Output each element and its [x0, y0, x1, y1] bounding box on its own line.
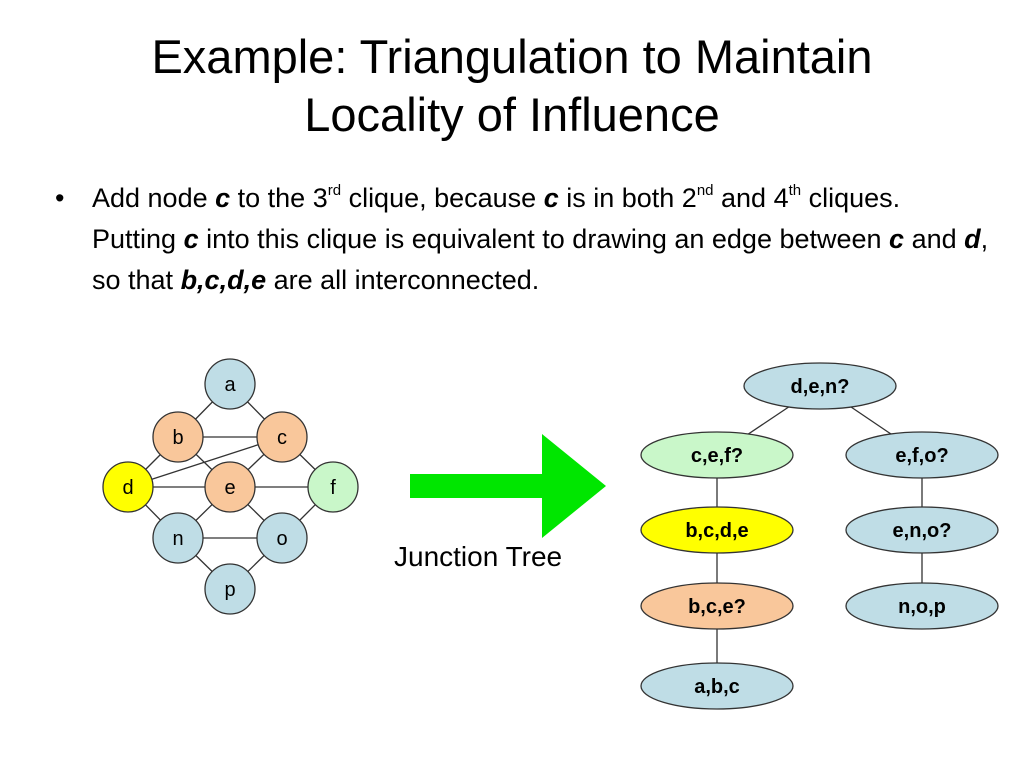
graph-nodes: a b c d e f n o p [102, 358, 359, 615]
title-line-2: Locality of Influence [304, 88, 720, 141]
graph-node-circle [204, 461, 256, 513]
graph-node-circle [307, 461, 359, 513]
graph-node-circle [204, 563, 256, 615]
bullet-segment: b,c,d,e [180, 265, 267, 295]
graph-node-d: d [102, 461, 154, 513]
jt-node-ellipse [640, 662, 794, 710]
bullet-segment: is in both 2 [558, 183, 697, 213]
bullet-segment: c [889, 224, 905, 254]
graph-node-f: f [307, 461, 359, 513]
slide-title: Example: Triangulation to Maintain Local… [0, 28, 1024, 144]
graph-node-label: n [172, 528, 183, 550]
jt-node-label: a,b,c [694, 676, 740, 698]
graph-node-label: a [224, 374, 236, 396]
jt-node-ellipse [640, 431, 794, 479]
jt-node-label: c,e,f? [691, 445, 743, 467]
junction-tree-caption: Junction Tree [394, 541, 563, 572]
bullet-segment: Add node [92, 183, 216, 213]
jt-node-cef: c,e,f? [640, 431, 794, 479]
bullet-point: • Add node c to the 3rd clique, because … [50, 178, 990, 301]
jt-node-label: e,n,o? [893, 520, 952, 542]
jt-node-label: n,o,p [898, 596, 946, 618]
graph-node-p: p [204, 563, 256, 615]
jt-node-ellipse [845, 431, 999, 479]
jt-node-ellipse [845, 506, 999, 554]
graph-node-circle [152, 512, 204, 564]
graph-node-label: o [276, 528, 287, 550]
jt-node-abc: a,b,c [640, 662, 794, 710]
bullet-segment: c [215, 183, 231, 213]
jt-node-label: e,f,o? [895, 445, 948, 467]
jt-node-label: b,c,d,e [685, 520, 748, 542]
bullet-segment: c [183, 224, 199, 254]
graph-node-label: e [224, 477, 235, 499]
jt-node-ellipse [743, 362, 897, 410]
jt-node-bce: b,c,e? [640, 582, 794, 630]
graph-node-o: o [256, 512, 308, 564]
bullet-segment: and 4 [713, 183, 789, 213]
graph-node-label: f [330, 477, 336, 499]
graph-node-circle [256, 411, 308, 463]
title-line-1: Example: Triangulation to Maintain [151, 30, 873, 83]
jt-node-den: d,e,n? [743, 362, 897, 410]
graph-node-label: c [277, 427, 287, 449]
bullet-marker: • [55, 183, 65, 213]
graph-node-label: b [172, 427, 183, 449]
bullet-segment: cliques. Putting [92, 183, 901, 254]
graph-node-b: b [152, 411, 204, 463]
bullet-segment: , so that [92, 224, 989, 295]
bullet-segment: c [543, 183, 559, 213]
graph-edge-c-d [127, 436, 283, 488]
bullet-segment: d [964, 224, 981, 254]
jt-node-bcde: b,c,d,e [640, 506, 794, 554]
jt-node-ellipse [640, 582, 794, 630]
right-arrow-icon [410, 434, 606, 538]
bullet-segment: rd [327, 182, 342, 199]
bullet-text: Add node c to the 3rd clique, because c … [92, 178, 990, 301]
graph-node-circle [102, 461, 154, 513]
graph-node-circle [256, 512, 308, 564]
bullet-segment: and [904, 224, 965, 254]
jt-node-ellipse [640, 506, 794, 554]
jt-node-label: d,e,n? [791, 376, 850, 398]
jt-node-label: b,c,e? [688, 596, 746, 618]
graph-node-label: d [122, 477, 133, 499]
graph-node-label: p [224, 579, 235, 601]
bullet-segment: are all interconnected. [266, 265, 540, 295]
jt-node-ellipse [845, 582, 999, 630]
graph-node-circle [152, 411, 204, 463]
jt-node-eno: e,n,o? [845, 506, 999, 554]
jt-node-efo: e,f,o? [845, 431, 999, 479]
graph-node-a: a [204, 358, 256, 410]
graph-node-n: n [152, 512, 204, 564]
jt-node-nop: n,o,p [845, 582, 999, 630]
bullet-segment: nd [696, 182, 714, 199]
bullet-segment: clique, because [341, 183, 544, 213]
bullet-segment: th [788, 182, 802, 199]
bullet-segment: to the 3 [230, 183, 328, 213]
graph-node-c: c [256, 411, 308, 463]
graph-node-e: e [204, 461, 256, 513]
bullet-segment: into this clique is equivalent to drawin… [198, 224, 890, 254]
junction-tree-nodes: d,e,n? c,e,f? e,f,o? b,c,d,e e,n,o? b,c,e? n,o… [640, 362, 999, 710]
graph-node-circle [204, 358, 256, 410]
